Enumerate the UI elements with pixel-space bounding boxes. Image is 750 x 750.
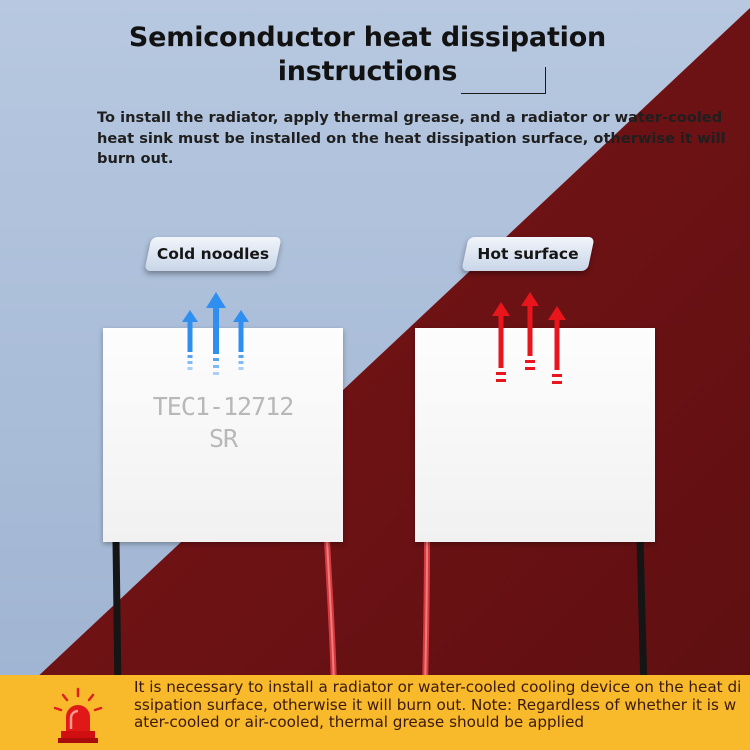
warning-text: It is necessary to install a radiator or…	[134, 678, 742, 731]
page-title-line2: instructions	[277, 56, 458, 87]
install-description: To install the radiator, apply thermal g…	[97, 109, 726, 167]
tec-module-hot	[415, 328, 655, 542]
warning-banner: It is necessary to install a radiator or…	[0, 675, 750, 750]
siren-icon	[53, 687, 103, 743]
tec-module-cold: TEC1-12712 SR	[103, 328, 343, 542]
hot-side-label: Hot surface	[461, 237, 595, 271]
title-underline	[461, 93, 545, 94]
hot-side-label-text: Hot surface	[477, 245, 579, 263]
cold-arrows-icon	[182, 292, 249, 375]
title-underline-tick	[545, 67, 546, 94]
cold-side-label: Cold noodles	[144, 237, 282, 271]
module-suffix-text: SR	[208, 424, 238, 453]
cold-side-label-text: Cold noodles	[156, 245, 270, 263]
hot-arrows-icon	[492, 292, 566, 384]
module-model-text: TEC1-12712	[152, 392, 295, 421]
page-title-line1: Semiconductor heat dissipation	[128, 22, 607, 53]
